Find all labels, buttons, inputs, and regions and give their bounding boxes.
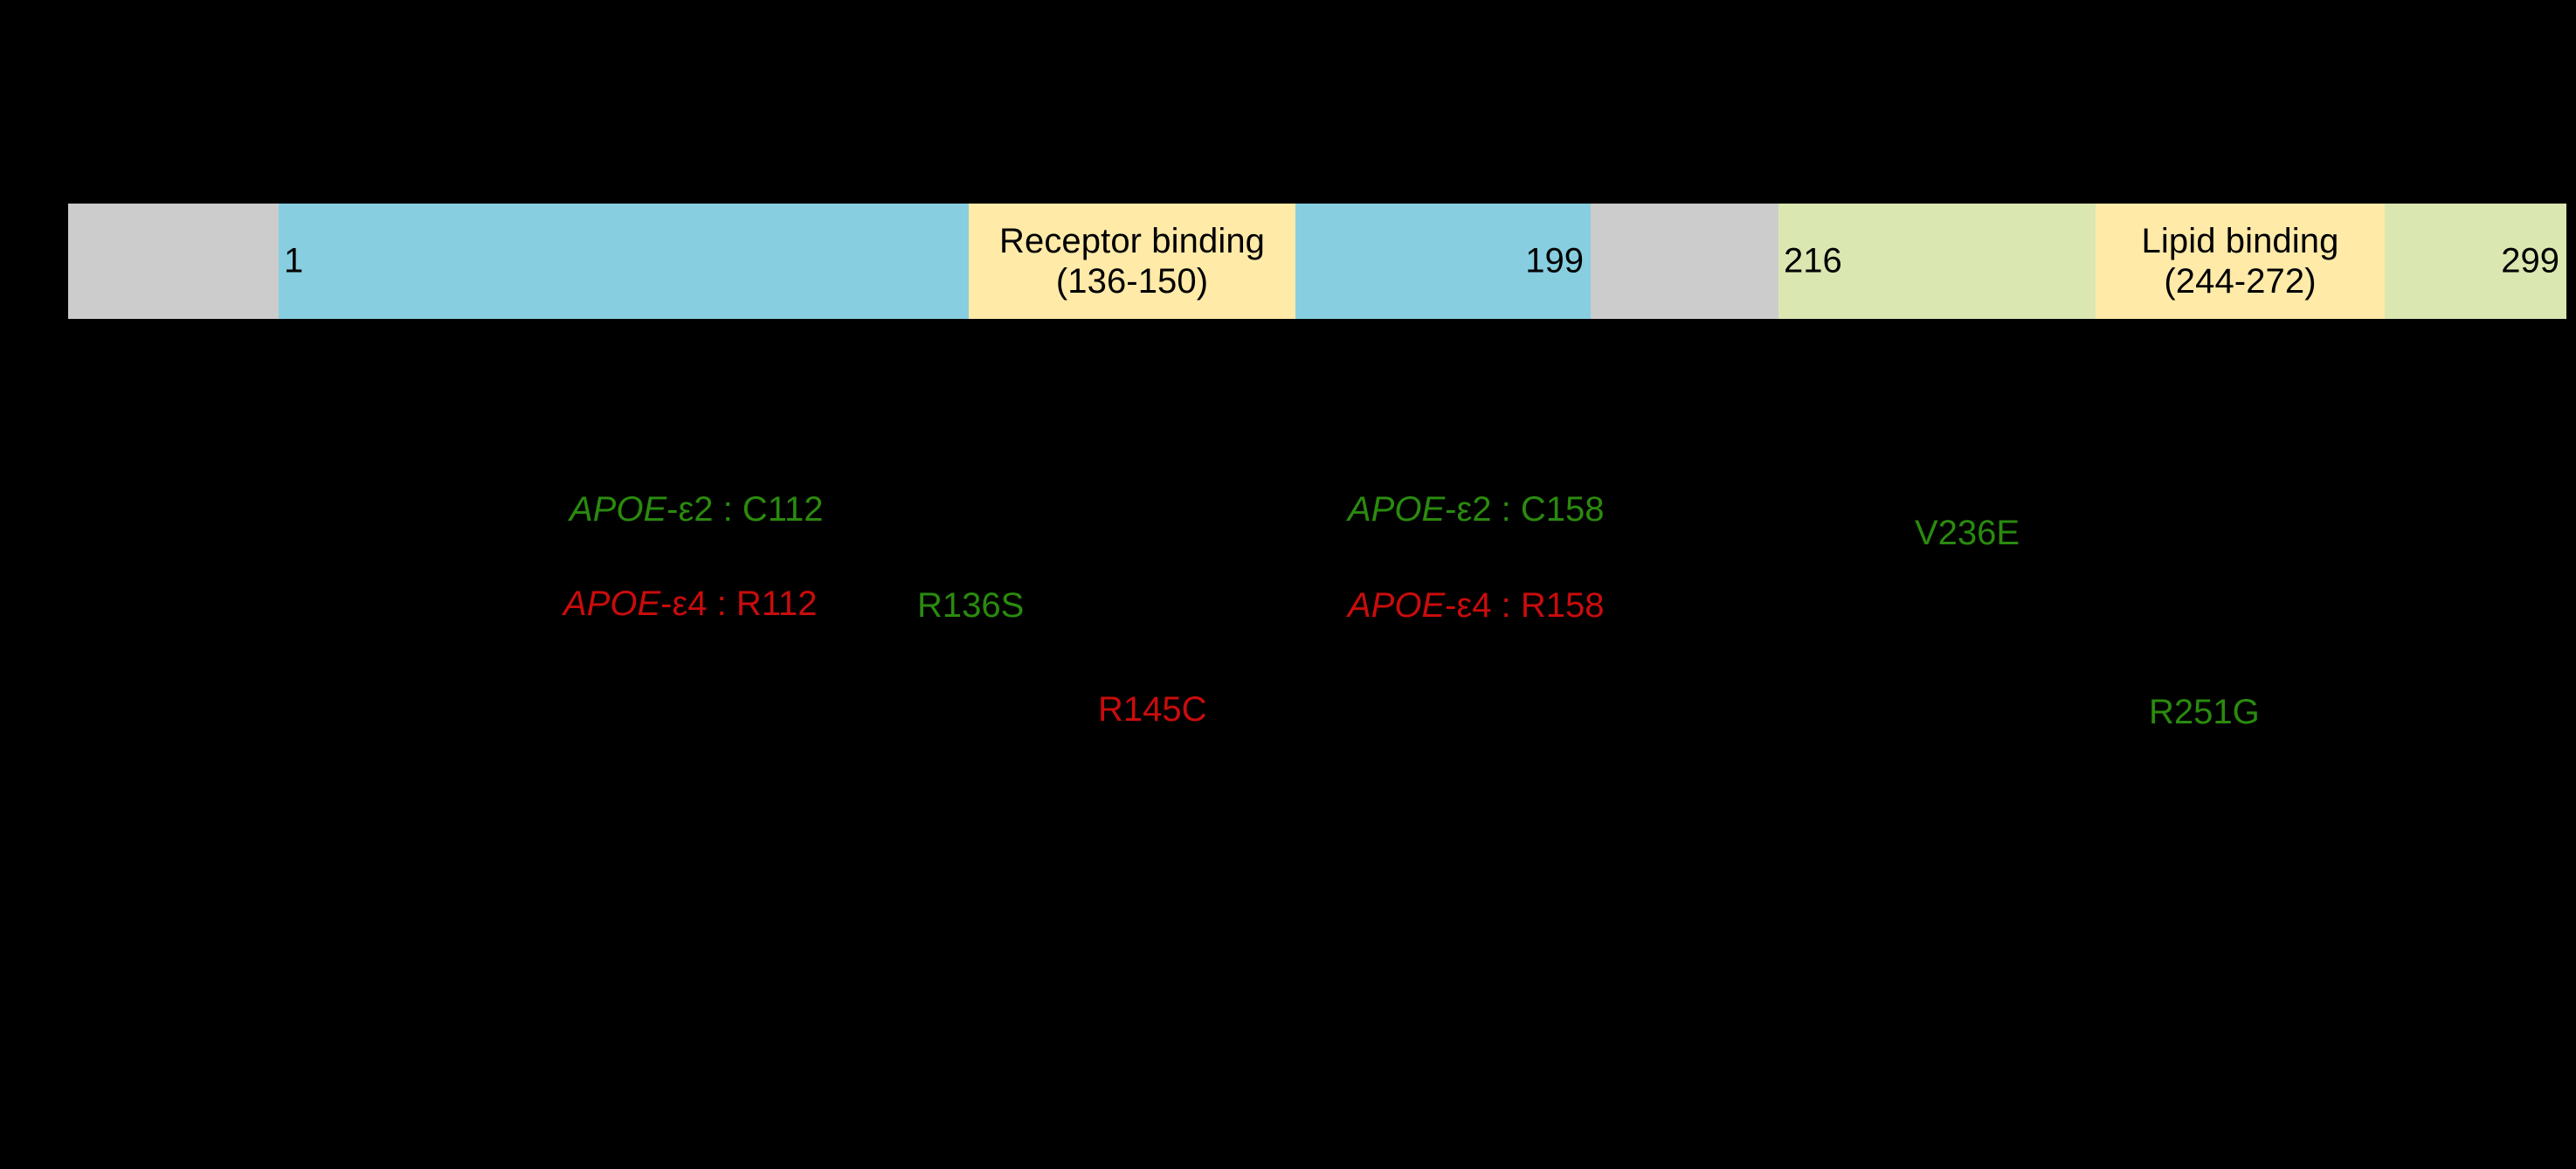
domain-segment-hinge-region	[1591, 204, 1778, 319]
mutation-gene-name: APOE	[1348, 490, 1446, 529]
domain-label-lipid-binding-domain: Lipid binding (244-272)	[2141, 221, 2339, 301]
residue-number-1: 1	[284, 241, 304, 280]
mutation-label-apoe-e2-c112: APOE-ε2 : C112	[570, 492, 824, 527]
residue-number-199: 199	[1525, 241, 1584, 280]
residue-number-216: 216	[1784, 241, 1842, 280]
mutation-allele-residue: -ε2 : C112	[666, 490, 824, 529]
mutation-gene-name: APOE	[563, 584, 661, 623]
protein-domain-bar: 1 Receptor binding (136-150) 199 216 Lipid b…	[68, 204, 2566, 319]
mutation-label-apoe-e4-r158: APOE-ε4 : R158	[1348, 588, 1605, 623]
mutation-gene-name: APOE	[1348, 586, 1446, 625]
mutation-label-r251g: R251G	[2149, 693, 2260, 731]
domain-segment-n-terminal-flank	[68, 204, 279, 319]
mutation-label-r145c: R145C	[1098, 690, 1207, 729]
mutation-gene-name: APOE	[570, 490, 667, 529]
domain-segment-receptor-binding-domain: Receptor binding (136-150)	[969, 204, 1295, 319]
domain-segment-c-terminal-domain-end: 299	[2385, 204, 2566, 319]
domain-segment-n-terminal-domain-cont: 199	[1295, 204, 1591, 319]
mutation-label-v236e: V236E	[1915, 514, 2020, 552]
domain-label-receptor-binding-domain: Receptor binding (136-150)	[998, 221, 1266, 301]
mutation-allele-residue: -ε4 : R112	[660, 584, 818, 623]
mutation-label-r136s: R136S	[917, 586, 1025, 625]
domain-segment-c-terminal-domain: 216	[1778, 204, 2096, 319]
mutation-allele-residue: -ε2 : C158	[1445, 490, 1605, 529]
domain-segment-n-terminal-domain: 1	[279, 204, 969, 319]
domain-segment-lipid-binding-domain: Lipid binding (244-272)	[2096, 204, 2385, 319]
mutation-label-apoe-e4-r112: APOE-ε4 : R112	[563, 586, 818, 621]
mutation-label-apoe-e2-c158: APOE-ε2 : C158	[1348, 492, 1605, 527]
residue-number-299: 299	[2501, 241, 2559, 280]
mutation-allele-residue: -ε4 : R158	[1445, 586, 1605, 625]
